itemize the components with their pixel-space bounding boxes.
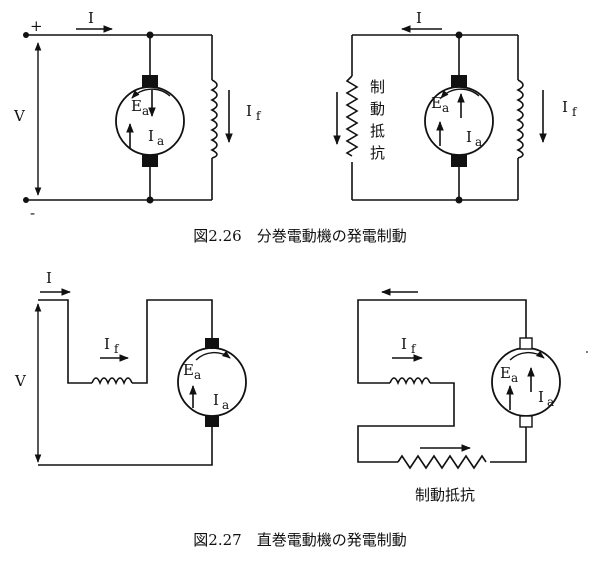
motor-armature [177,347,247,417]
field-to-armature-wire [132,299,213,384]
minus-sign: - [30,204,35,222]
figure-227-caption: 図2.27 直巻電動機の発電制動 [193,531,406,549]
emf-label: E [500,364,511,382]
supply-current-label: I [46,269,52,287]
field-current-label: I [104,335,110,353]
brush-top [142,75,158,87]
field-current-subscript: f [411,342,417,356]
brush-bottom [142,155,158,167]
emf-label: E [431,94,442,112]
series-field-coil [91,377,133,386]
rotation-arrow [131,88,171,99]
armature-current-subscript: a [222,398,229,412]
brake-resistor [397,454,487,470]
stray-dot [586,351,588,353]
brush-bottom [519,415,533,428]
brush-bottom [451,155,467,167]
rotation-arrow [509,350,545,361]
armature-current-label: I [466,128,472,146]
armature-current-subscript: a [157,134,164,148]
field-current-label: I [562,98,568,116]
armature-current-label: I [213,391,219,409]
fig226-right-circuit [345,34,524,201]
supply-current-label: I [88,9,94,27]
emf-label: E [183,361,194,379]
return-wire [38,426,213,466]
resistor-to-armature-wire [490,426,527,463]
brush-top [451,75,467,87]
brake-resistor-char-3: 抵 [370,122,385,140]
field-current-subscript: f [114,342,120,356]
field-current-subscript: f [256,109,262,123]
armature-current-subscript: a [475,135,482,149]
field-current-subscript: f [572,105,578,119]
voltage-label: V [14,372,27,390]
field-to-resistor-wire [357,382,455,463]
terminal-dot [23,197,29,203]
voltage-label: V [13,107,26,125]
rotation-arrow [195,350,231,361]
terminal-dot [23,32,29,38]
emf-label: E [131,97,142,115]
armature-current-subscript: a [547,395,554,409]
emf-subscript: a [194,368,201,382]
series-field-coil [389,377,431,386]
field-current-label: I [401,335,407,353]
emf-subscript: a [142,104,149,118]
shunt-field-coil [516,79,524,159]
armature-current-label: I [148,127,154,145]
plus-sign: + [30,17,43,35]
brake-resistor-char-2: 動 [370,100,385,118]
rotation-arrow [440,88,480,99]
brake-resistor-char-1: 制 [370,78,385,96]
brake-resistor-char-4: 抗 [370,144,385,162]
brake-resistor [345,75,359,157]
armature-current-label: I [538,388,544,406]
emf-subscript: a [511,371,518,385]
brush-top [205,338,219,349]
emf-subscript: a [442,101,449,115]
brake-resistor-label: 制動抵抗 [415,486,475,504]
junction-dot [146,31,154,39]
field-current-label: I [246,102,252,120]
brush-bottom [205,416,219,427]
shunt-field-coil [210,79,218,159]
junction-dot [146,196,154,204]
fig226-left-circuit [26,34,218,201]
supply-current-label: I [416,9,422,27]
supply-wire-top [38,299,92,384]
junction-dot [455,196,463,204]
armature-to-field-wire [357,299,527,384]
brush-top [519,337,533,350]
junction-dot [455,31,463,39]
figure-226-caption: 図2.26 分巻電動機の発電制動 [193,227,406,245]
fig227-right-circuit [357,299,527,470]
fig227-left-circuit [38,299,213,466]
